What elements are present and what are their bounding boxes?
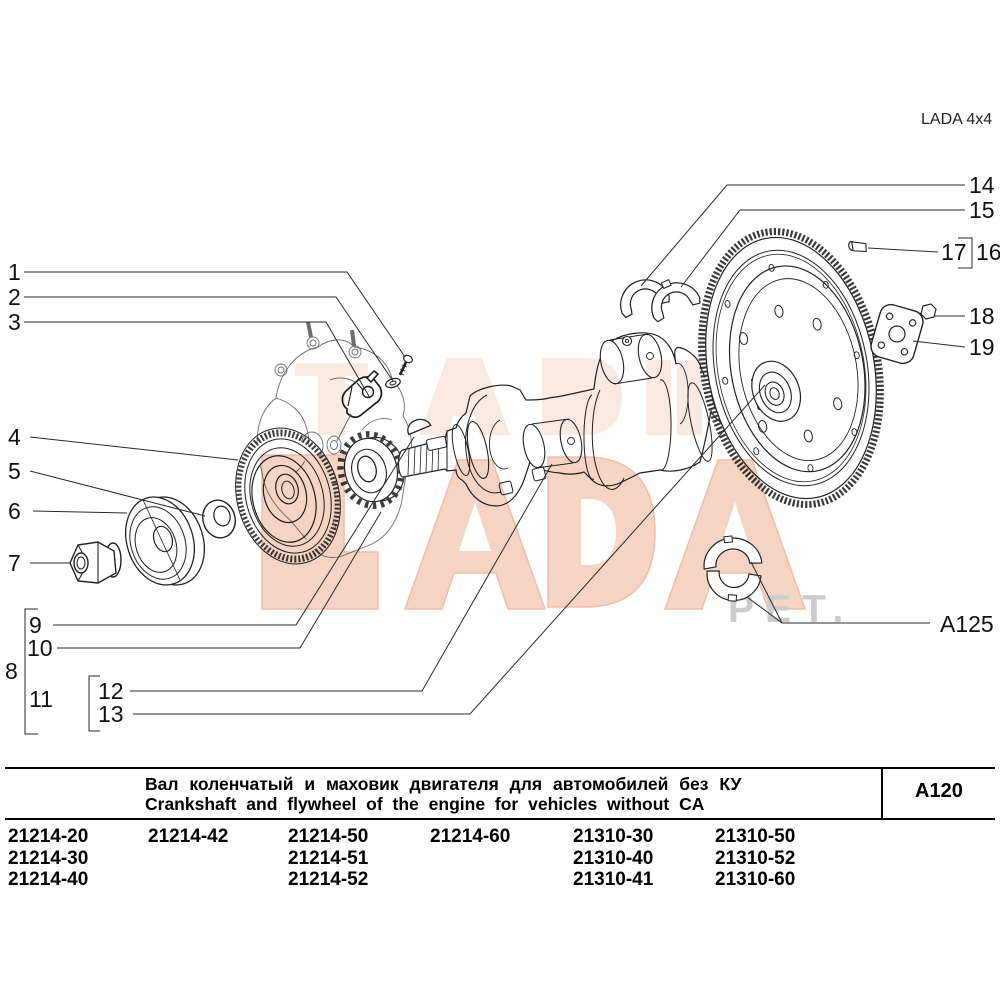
svg-text:10: 10 [27,635,53,661]
svg-text:5: 5 [8,458,21,484]
svg-text:19: 19 [969,334,995,360]
svg-text:12: 12 [98,678,124,704]
svg-text:6: 6 [8,498,21,524]
svg-text:18: 18 [969,303,995,329]
svg-text:16: 16 [976,239,1000,265]
svg-text:2: 2 [8,284,21,310]
svg-text:A125: A125 [940,611,994,637]
svg-text:14: 14 [969,172,995,198]
svg-text:7: 7 [8,550,21,576]
svg-text:3: 3 [8,309,21,335]
svg-text:LADA 4x4: LADA 4x4 [921,111,992,128]
svg-text:1: 1 [8,259,21,285]
svg-text:17: 17 [941,239,967,265]
svg-text:13: 13 [98,701,124,727]
svg-text:11: 11 [29,686,53,712]
svg-text:15: 15 [969,197,995,223]
svg-text:8: 8 [5,658,18,684]
svg-text:9: 9 [29,612,42,638]
svg-text:4: 4 [8,424,21,450]
